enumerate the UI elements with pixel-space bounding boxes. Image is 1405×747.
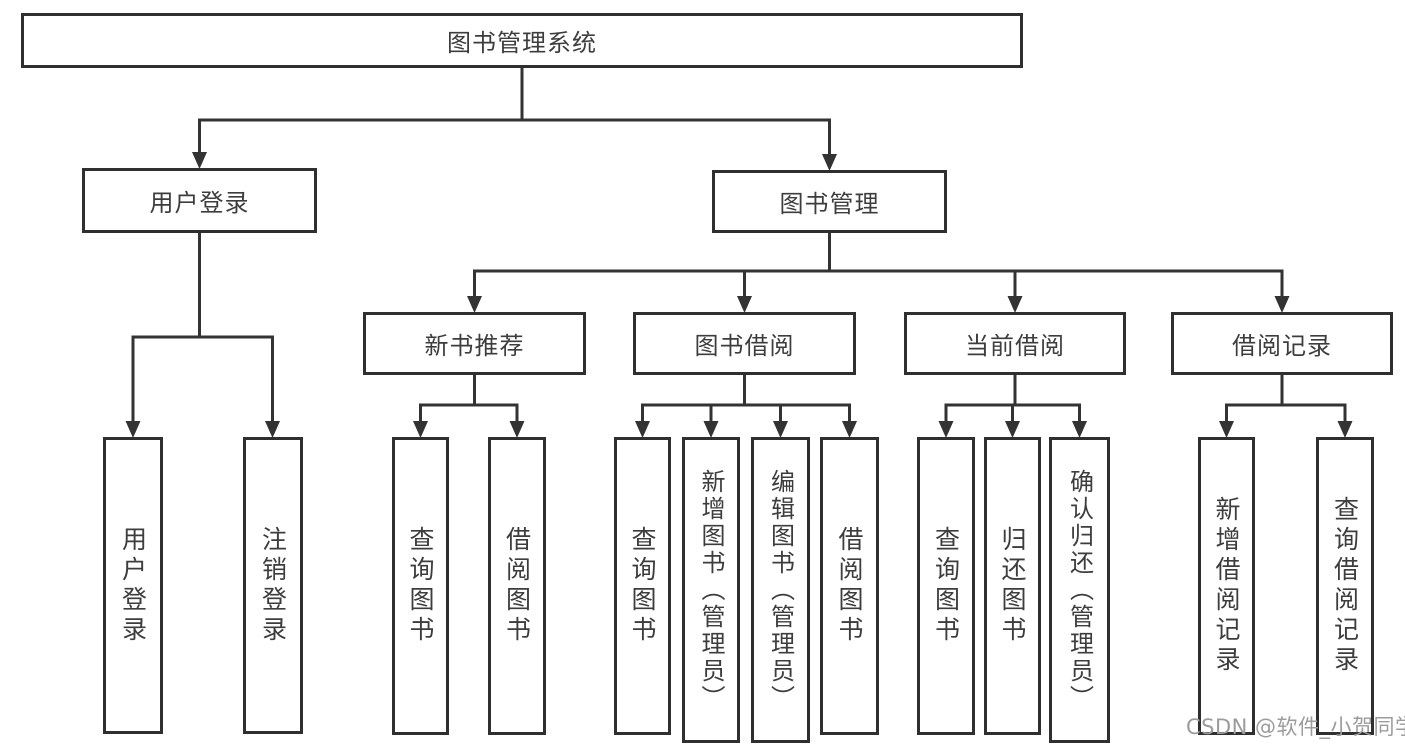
node-new-book-recommend: 新书推荐: [363, 312, 586, 375]
leaf-edit-books-admin-label: 编辑图书（管理员）: [766, 468, 795, 712]
node-root-label: 图书管理系统: [447, 29, 597, 57]
leaf-borrow-books-2-label: 借阅图书: [835, 526, 864, 646]
node-book-borrowing: 图书借阅: [633, 312, 856, 375]
node-new-book-recommend-label: 新书推荐: [424, 332, 525, 360]
node-current-borrowing-label: 当前借阅: [965, 332, 1065, 360]
leaf-query-books-1-label: 查询图书: [406, 526, 435, 646]
node-book-management-label: 图书管理: [779, 190, 880, 218]
leaf-query-books-2-label: 查询图书: [628, 526, 657, 646]
node-user-login: 用户登录: [82, 168, 317, 233]
leaf-query-books-3-label: 查询图书: [931, 526, 961, 646]
leaf-return-books-label: 归还图书: [998, 526, 1027, 646]
leaf-edit-books-admin: 编辑图书（管理员）: [751, 437, 810, 743]
leaf-query-books-2: 查询图书: [614, 437, 671, 735]
csdn-watermark: CSDN @软件_小贺同学: [1186, 715, 1405, 739]
node-current-borrowing: 当前借阅: [904, 312, 1126, 375]
leaf-borrow-books-1: 借阅图书: [488, 437, 546, 735]
leaf-add-borrow-record: 新增借阅记录: [1198, 437, 1255, 735]
leaf-query-books-1: 查询图书: [392, 437, 449, 735]
node-book-management: 图书管理: [712, 170, 947, 233]
leaf-query-books-3: 查询图书: [917, 437, 975, 735]
leaf-logout-label: 注销登录: [258, 525, 288, 646]
leaf-user-login-label: 用户登录: [118, 525, 148, 646]
leaf-logout: 注销登录: [243, 437, 303, 734]
leaf-user-login: 用户登录: [103, 437, 163, 734]
leaf-borrow-books-2: 借阅图书: [820, 437, 879, 735]
node-user-login-label: 用户登录: [149, 189, 250, 217]
leaf-add-books-admin: 新增图书（管理员）: [682, 437, 740, 743]
node-root: 图书管理系统: [21, 13, 1023, 68]
leaf-confirm-return-admin-label: 确认归还（管理员）: [1065, 468, 1094, 712]
leaf-query-borrow-record: 查询借阅记录: [1316, 437, 1374, 735]
leaf-confirm-return-admin: 确认归还（管理员）: [1049, 437, 1110, 743]
leaf-query-borrow-record-label: 查询借阅记录: [1330, 496, 1360, 676]
node-borrowing-records-label: 借阅记录: [1232, 332, 1332, 360]
leaf-add-borrow-record-label: 新增借阅记录: [1212, 496, 1241, 676]
node-book-borrowing-label: 图书借阅: [694, 332, 795, 360]
leaf-return-books: 归还图书: [984, 437, 1041, 735]
leaf-add-books-admin-label: 新增图书（管理员）: [697, 468, 725, 712]
node-borrowing-records: 借阅记录: [1171, 312, 1393, 375]
leaf-borrow-books-1-label: 借阅图书: [502, 526, 532, 646]
